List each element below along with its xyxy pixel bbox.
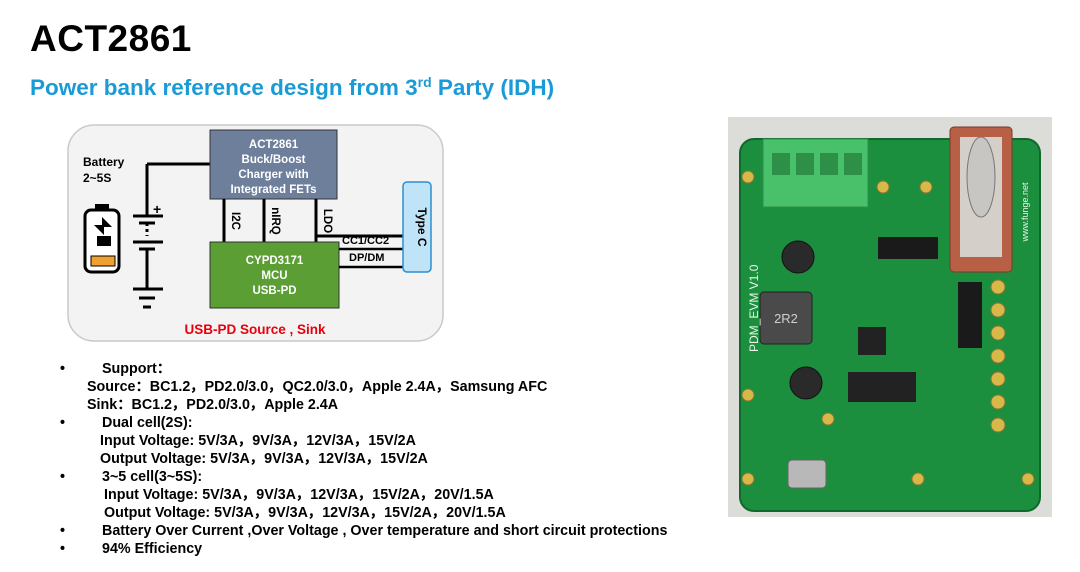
list-item: Input Voltage: 5V/3A，9V/3A，12V/3A，15V/2A [100,433,416,449]
charger-line-4: Integrated FETs [230,184,316,196]
subtitle-superscript: rd [417,74,432,90]
list-item: Output Voltage: 5V/3A，9V/3A，12V/3A，15V/2… [100,451,428,467]
capacitor-1 [781,240,815,274]
plus-sign: + [153,201,161,217]
inductor [759,291,813,345]
cc-label: CC1/CC2 [342,235,389,247]
charger-line-1: ACT2861 [249,139,299,151]
list-item: Support： [102,361,172,377]
battery-label-1: Battery [83,155,125,169]
mcu-line-2: MCU [261,270,287,282]
battery-icon [83,204,121,274]
signal-i2c: I2C [229,212,241,230]
bullet-dot: • [60,541,66,557]
board-name: PDM_EVM V1.0 [747,264,761,352]
block-diagram: Battery 2~5S + ACT2861 Buck/Boost Charge… [67,124,444,342]
charger-line-3: Charger with [238,169,308,181]
list-item: 94% Efficiency [102,541,203,557]
capacitor-2 [789,366,823,400]
list-item: Battery Over Current ,Over Voltage , Ove… [102,523,668,539]
dp-label: DP/DM [349,252,384,264]
diagram-panel [67,124,444,342]
list-item: Input Voltage: 5V/3A，9V/3A，12V/3A，15V/2A… [104,487,494,503]
list-item: Sink：BC1.2，PD2.0/3.0，Apple 2.4A [87,397,339,413]
type-c-block [402,181,432,273]
list-item: 3~5 cell(3~5S): [102,469,203,485]
mcu-line-3: USB-PD [252,285,296,297]
list-item: Source：BC1.2，PD2.0/3.0，QC2.0/3.0，Apple 2… [87,379,548,395]
mcu-block [209,241,340,309]
usb-c-connector [787,459,827,489]
photo-label-top: www.funge.net [1020,182,1030,243]
cell-stack [133,164,163,309]
inductor-label: 2R2 [774,311,798,326]
mosfet [848,372,916,402]
bullet-dot: • [60,469,66,485]
charger-line-2: Buck/Boost [242,154,306,166]
signal-ldo: LDO [321,209,333,233]
charger-block [209,129,338,200]
page-title: ACT2861 [30,18,192,59]
battery-label-2: 2~5S [83,171,111,185]
subtitle-tail: Party (IDH) [431,75,555,100]
header-j5 [958,282,982,348]
bullet-dot: • [60,415,66,431]
board-photo: www.funge.net 2R2 PDM_EVM V1.0 [728,117,1052,517]
diagram-caption: USB-PD Source , Sink [184,322,326,337]
list-item: Dual cell(2S): [102,415,193,431]
subtitle-main: Power bank reference design from 3 [30,75,418,100]
bullet-dot: • [60,361,66,377]
type-c-label: Type C [415,207,429,246]
signal-nirq: nIRQ [269,207,281,235]
list-item: Output Voltage: 5V/3A，9V/3A，12V/3A，15V/2… [104,505,506,521]
mcu-line-1: CYPD3171 [246,255,304,267]
page-subtitle: Power bank reference design from 3rd Par… [30,74,554,101]
bullet-dot: • [60,523,66,539]
